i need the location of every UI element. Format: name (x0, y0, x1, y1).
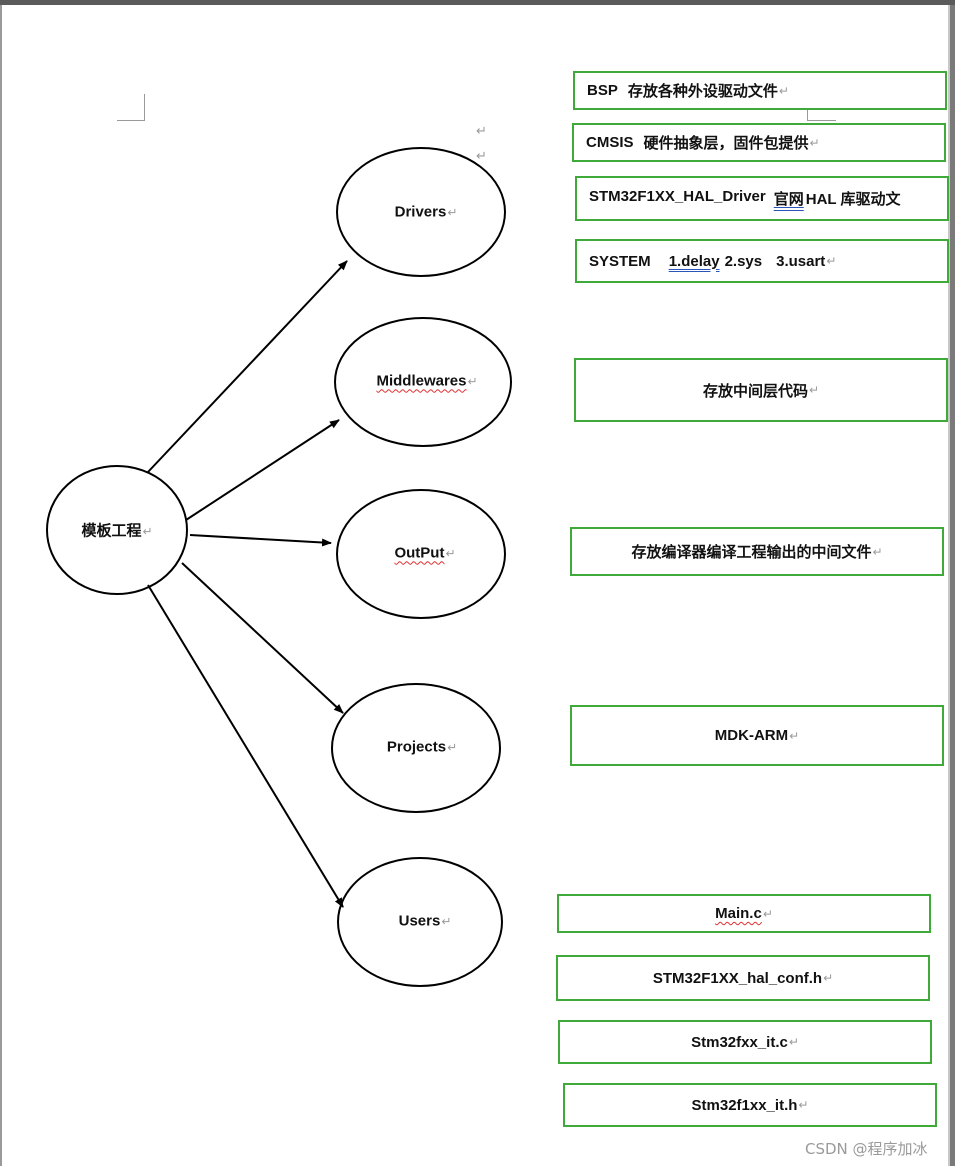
system-item-sys: 2.sys (724, 252, 763, 270)
middlewares-description: 存放中间层代码 (702, 382, 808, 400)
output-description: 存放编译器编译工程输出的中间文件 (631, 544, 872, 561)
arrow-to-projects (181, 562, 344, 714)
root-node-ellipse (46, 465, 188, 595)
output-node-text: OutPut (394, 544, 445, 562)
users-file-hal-conf: STM32F1XX_hal_conf.h (652, 969, 823, 987)
middlewares-node-text: Middlewares (376, 372, 467, 390)
root-node-text: 模板工程 (81, 522, 142, 540)
users-file-hal-conf-box: STM32F1XX_hal_conf.h↵ (556, 955, 930, 1001)
return-mark-icon: ↵ (445, 546, 456, 561)
arrow-to-output (189, 534, 332, 547)
users-file-main-c: Main.c (715, 905, 762, 922)
middlewares-node-ellipse (334, 317, 512, 447)
projects-description: MDK-ARM (714, 727, 789, 744)
return-mark-icon: ↵ (142, 524, 153, 539)
output-box: 存放编译器编译工程输出的中间文件↵ (570, 527, 944, 576)
return-mark-icon: ↵ (798, 1098, 809, 1112)
return-mark-icon: ↵ (789, 728, 800, 743)
window-scrollbar[interactable] (950, 5, 955, 1166)
hal-driver-name: STM32F1XX_HAL_Driver (589, 188, 766, 205)
csdn-watermark: CSDN @程序加冰 (805, 1140, 928, 1158)
return-mark-icon: ↵ (762, 906, 773, 921)
return-mark-icon: ↵ (872, 544, 883, 559)
return-mark-icon: ↵ (809, 135, 820, 150)
root-node-label: 模板工程↵ (81, 520, 152, 541)
bsp-description: 存放各种外设驱动文件 (627, 83, 778, 100)
bsp-box: BSP 存放各种外设驱动文件↵ (573, 71, 947, 110)
users-file-main-c-box: Main.c↵ (557, 894, 931, 933)
system-item-usart: 3.usart (776, 252, 826, 270)
return-mark-icon: ↵ (467, 374, 478, 389)
paragraph-mark-icon: ↵ (476, 149, 487, 164)
cmsis-description: 硬件抽象层，固件包提供 (643, 135, 809, 152)
page-left-edge (0, 5, 2, 1166)
system-box: SYSTEM 1.delay 2.sys 3.usart↵ (575, 239, 949, 283)
return-mark-icon: ↵ (823, 971, 834, 985)
projects-node-label: Projects↵ (387, 739, 457, 756)
projects-box: MDK-ARM↵ (570, 705, 944, 766)
page-right-edge (948, 5, 950, 1166)
output-node-ellipse (336, 489, 506, 619)
window-top-bar (0, 0, 955, 5)
return-mark-icon: ↵ (788, 1035, 799, 1049)
return-mark-icon: ↵ (441, 914, 452, 929)
users-file-it-c: Stm32fxx_it.c (691, 1033, 788, 1051)
users-node-text: Users (398, 912, 441, 930)
projects-node-text: Projects (386, 738, 447, 756)
projects-node-ellipse (331, 683, 501, 813)
users-file-it-h-box: Stm32f1xx_it.h↵ (563, 1083, 937, 1127)
bsp-name: BSP (587, 82, 618, 99)
return-mark-icon: ↵ (826, 254, 837, 268)
return-mark-icon: ↵ (808, 383, 820, 397)
arrow-to-drivers (147, 260, 348, 473)
return-mark-icon: ↵ (447, 740, 458, 755)
output-node-label: OutPut↵ (394, 545, 455, 562)
cmsis-name: CMSIS (586, 134, 634, 151)
hal-driver-description-b: HAL 库驱动文 (805, 191, 901, 208)
users-node-ellipse (337, 857, 503, 987)
system-item-delay: 1.delay (668, 252, 720, 270)
arrow-to-middlewares (185, 419, 340, 521)
drivers-node-label: Drivers↵ (395, 204, 458, 221)
middlewares-box: 存放中间层代码↵ (574, 358, 948, 422)
users-file-it-h: Stm32f1xx_it.h (691, 1096, 798, 1114)
drivers-node-text: Drivers (394, 203, 447, 221)
users-node-label: Users↵ (399, 913, 452, 930)
return-mark-icon: ↵ (778, 83, 789, 98)
hal-driver-box: STM32F1XX_HAL_Driver 官网 HAL 库驱动文 (575, 176, 949, 221)
system-name: SYSTEM (589, 252, 651, 270)
anchor-mark (807, 100, 836, 121)
hal-driver-description-a: 官网 (773, 191, 804, 208)
users-file-it-c-box: Stm32fxx_it.c↵ (558, 1020, 932, 1064)
page-margin-corner-mark (117, 94, 145, 121)
cmsis-box: CMSIS 硬件抽象层，固件包提供↵ (572, 123, 946, 162)
drivers-node-ellipse (336, 147, 506, 277)
arrow-to-users (147, 584, 344, 908)
paragraph-mark-icon: ↵ (476, 124, 487, 139)
middlewares-node-label: Middlewares↵ (376, 373, 477, 390)
return-mark-icon: ↵ (447, 205, 458, 220)
